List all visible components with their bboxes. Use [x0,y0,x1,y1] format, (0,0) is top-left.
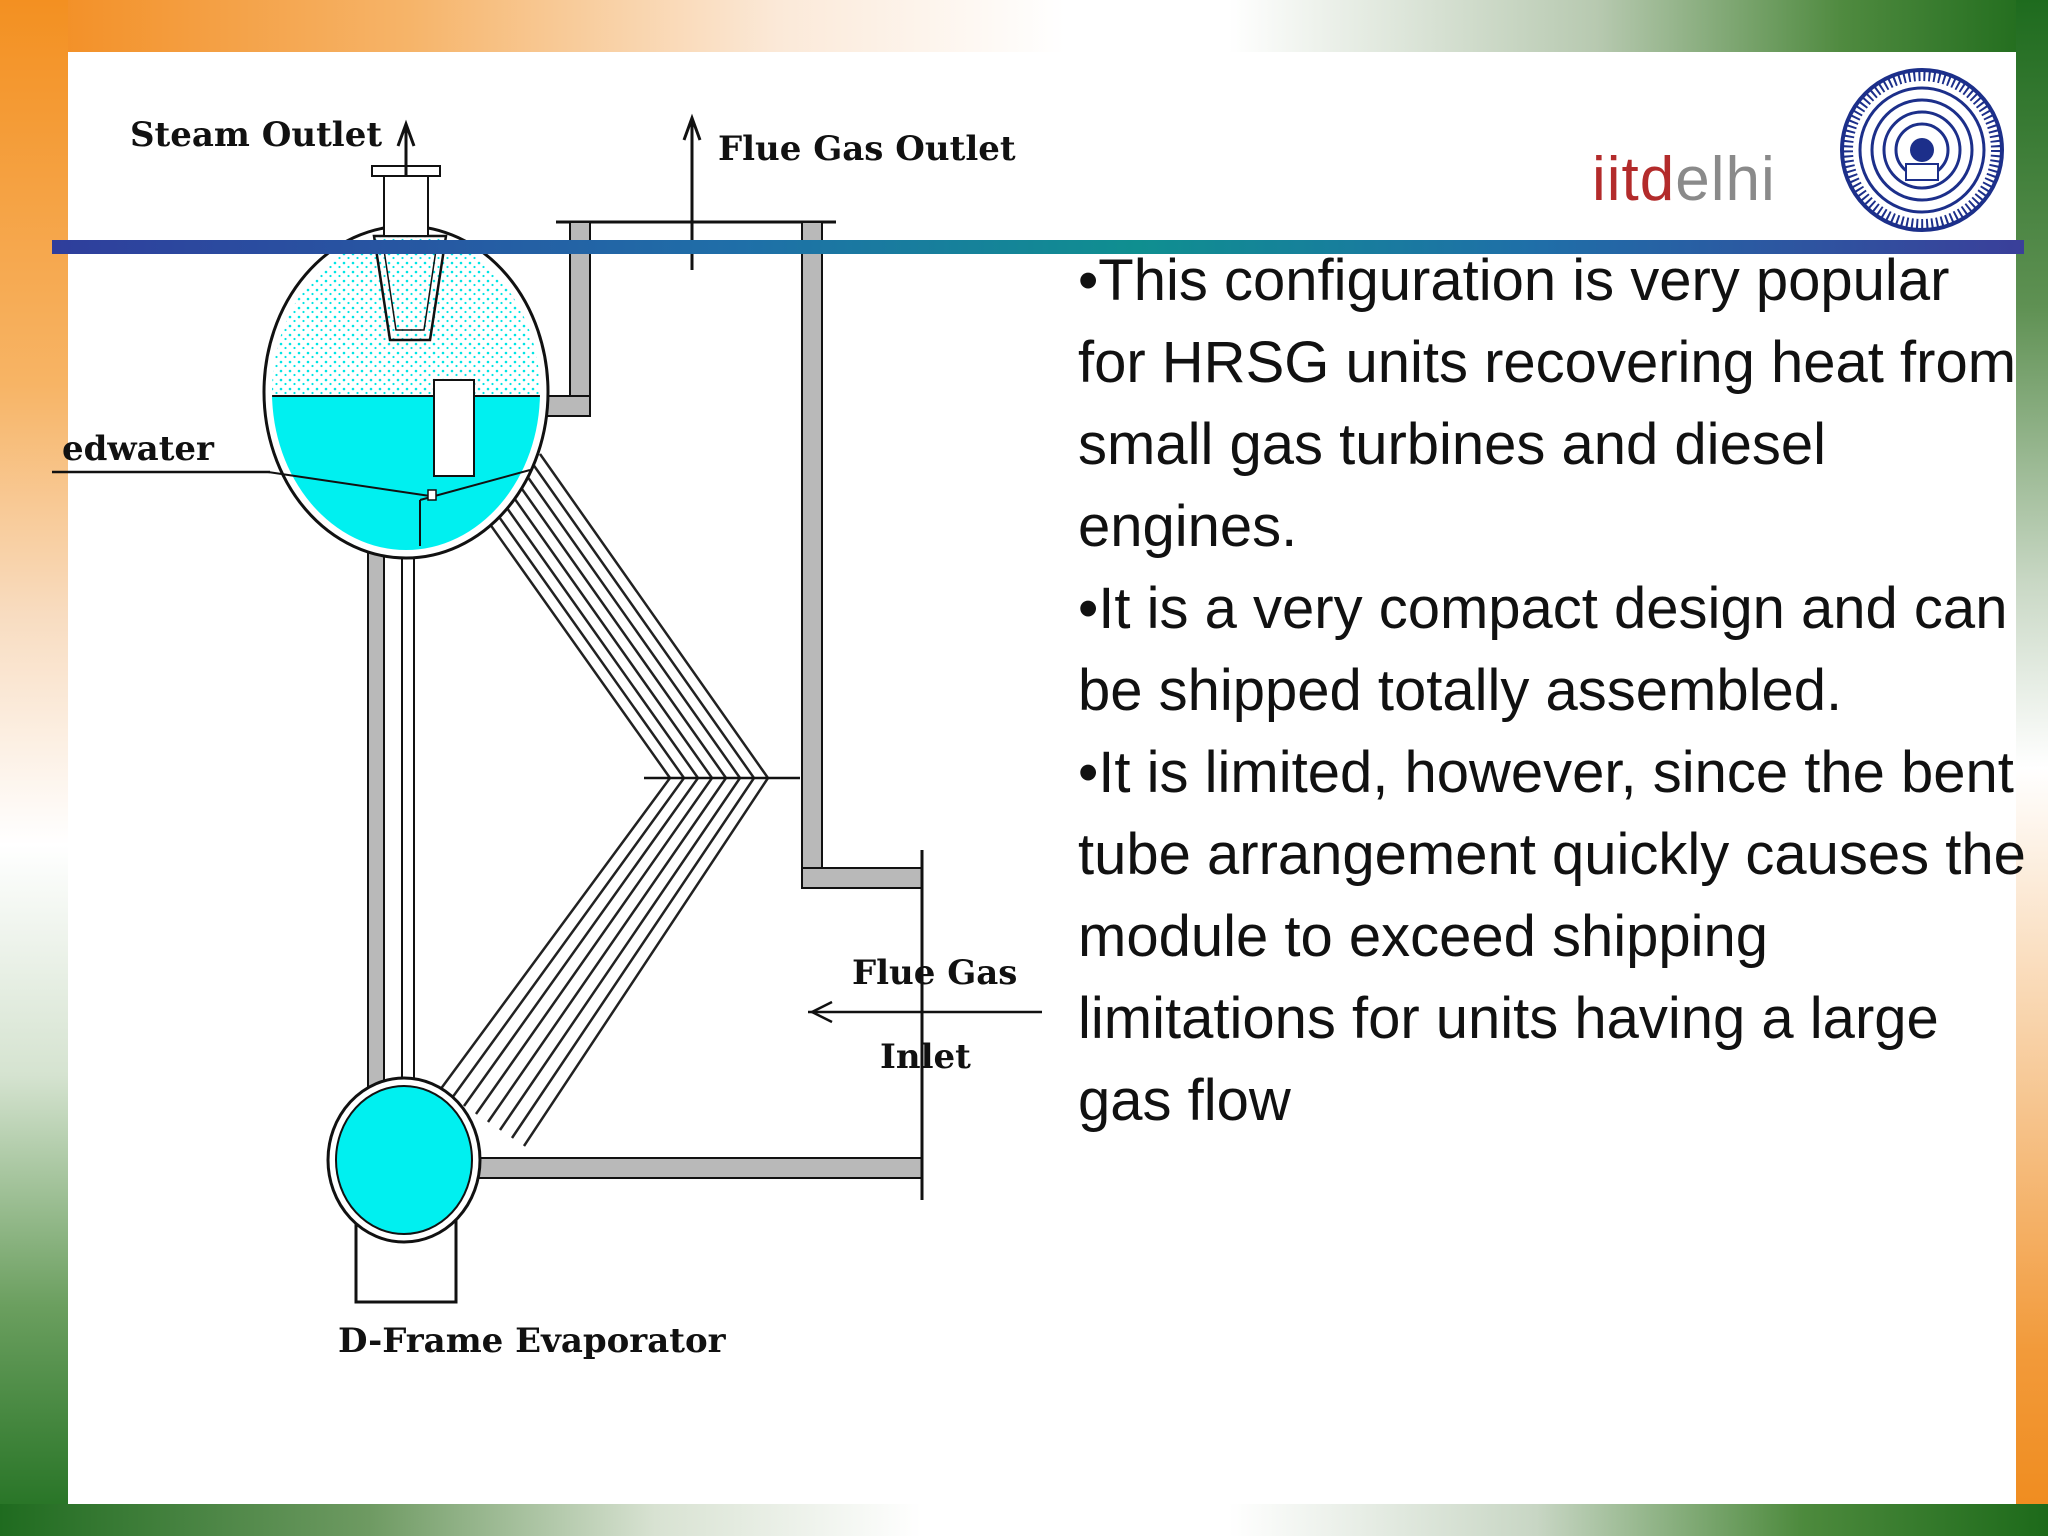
logo-text-iitd: iitd [1592,145,1676,214]
frame-bottom-border [0,1504,2048,1536]
flue-gas-inlet-label: Flue Gas [852,953,1017,993]
iitdelhi-logo-text: iitdelhi [1592,144,1776,224]
frame-right-border [2016,0,2048,1536]
iit-delhi-seal-icon [1840,68,2004,232]
frame-left-border [0,0,68,1536]
d-frame-evaporator-diagram: Steam Outlet Flue Gas Outlet edwater Flu… [52,113,1042,1361]
downcomer-pipes [367,547,415,1093]
flue-gas-inlet-label-2: Inlet [880,1037,971,1077]
steam-drum [262,224,550,560]
bullet-item: •It is a very compact design and can be … [1078,576,2008,723]
diagram-title-label: D-Frame Evaporator [338,1321,727,1361]
steam-outlet-label: Steam Outlet [130,115,382,155]
frame-top-border [0,0,2048,52]
logo-text-elhi: elhi [1675,145,1776,214]
bullet-item: •This configuration is very popular for … [1078,248,2017,559]
header-divider-bar [52,240,2024,254]
mud-drum [326,1076,482,1304]
bent-tube-bundle [438,453,770,1147]
flue-gas-inlet-arrow [808,1000,1042,1024]
flue-gas-outlet-duct [469,113,924,1200]
bullet-list: •This configuration is very popular for … [1078,240,2028,1142]
bullet-item: •It is limited, however, since the bent … [1078,740,2026,1133]
steam-outlet-nozzle [371,119,441,237]
feedwater-label: edwater [62,429,215,469]
flue-gas-outlet-label: Flue Gas Outlet [718,129,1016,169]
